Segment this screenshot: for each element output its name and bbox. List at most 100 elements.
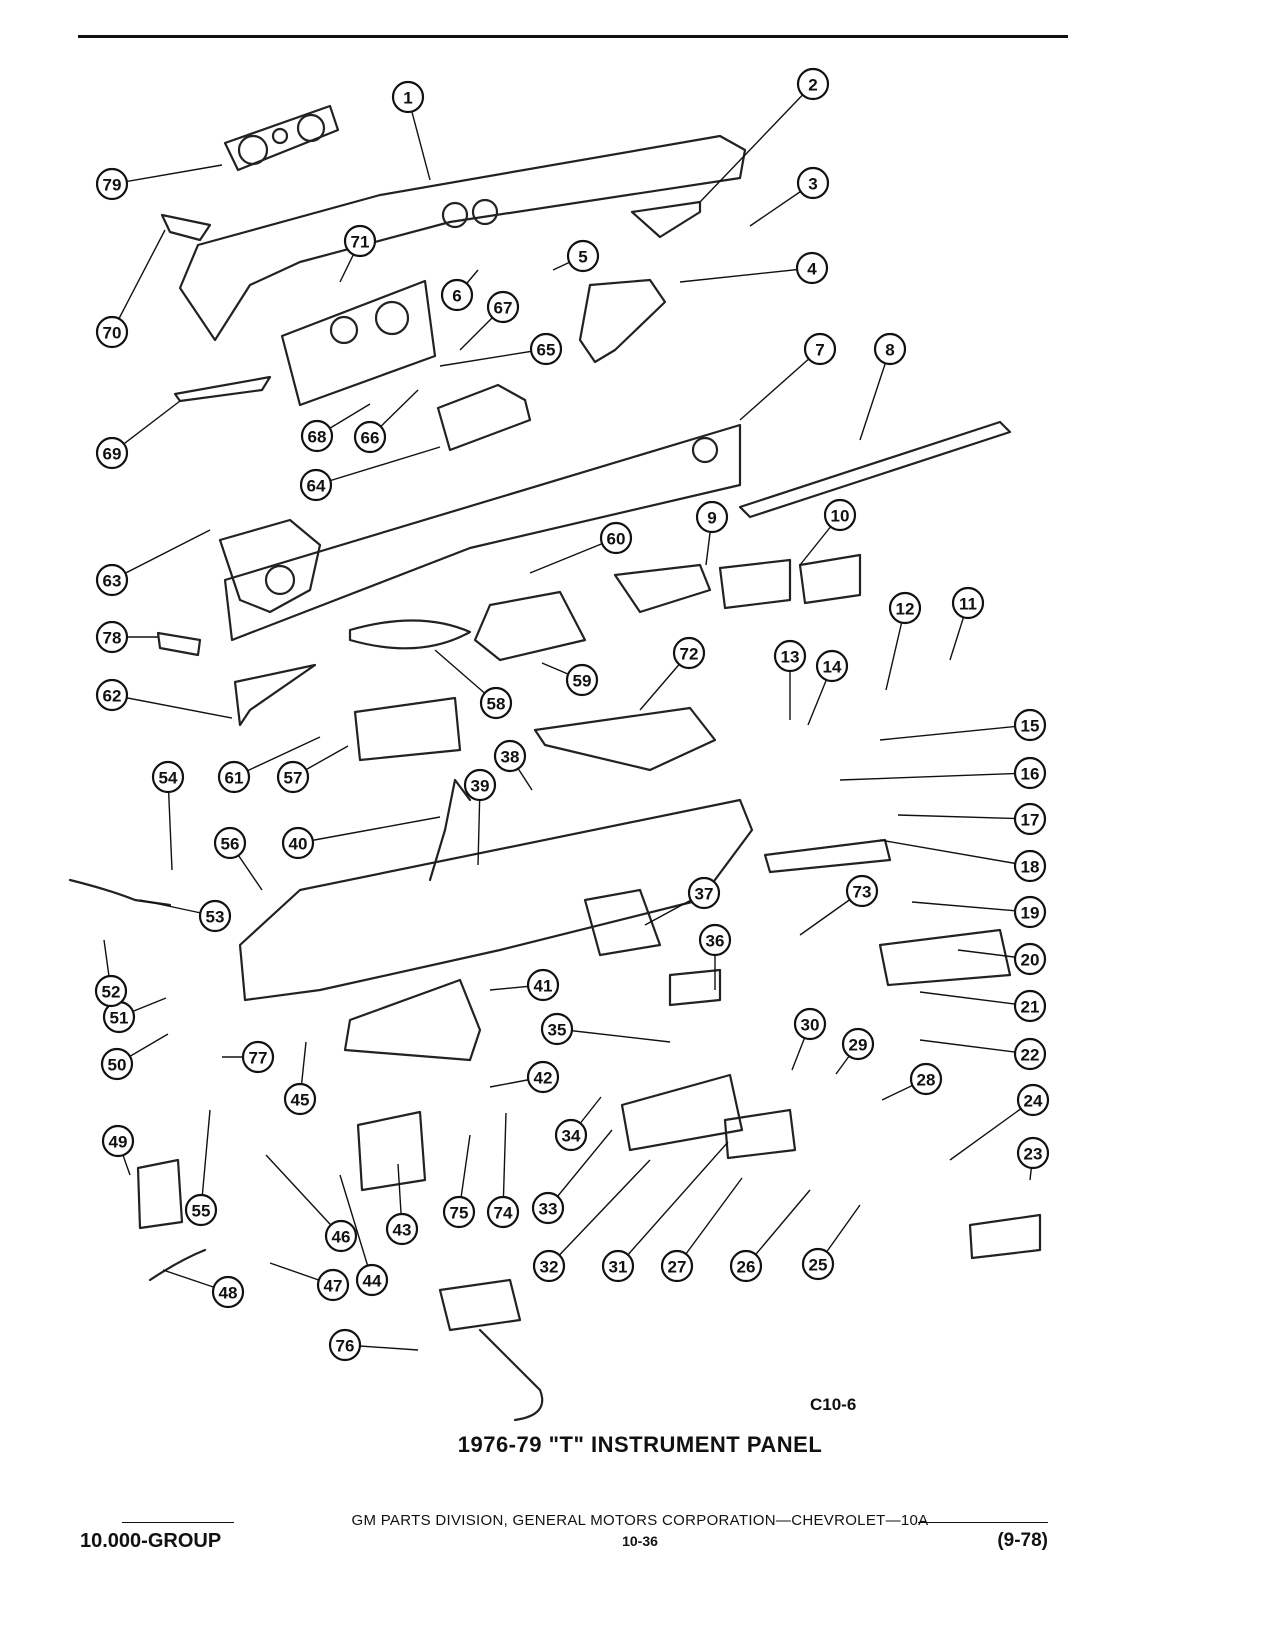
shield-72-outline bbox=[533, 706, 717, 772]
callout-label-43: 43 bbox=[393, 1221, 412, 1240]
leader-74 bbox=[502, 1112, 507, 1213]
callout-57: 57 bbox=[276, 760, 310, 794]
callout-label-63: 63 bbox=[103, 572, 122, 591]
speaker-58-outline bbox=[348, 619, 472, 650]
callout-65: 65 bbox=[529, 332, 563, 366]
callout-label-60: 60 bbox=[607, 530, 626, 549]
callout-47: 47 bbox=[316, 1268, 350, 1302]
callout-label-32: 32 bbox=[540, 1258, 559, 1277]
callout-label-41: 41 bbox=[534, 977, 553, 996]
callout-label-78: 78 bbox=[103, 629, 122, 648]
callout-74: 74 bbox=[486, 1195, 520, 1229]
leader-4 bbox=[679, 267, 813, 283]
callout-17: 17 bbox=[1013, 802, 1047, 836]
callout-label-33: 33 bbox=[539, 1200, 558, 1219]
duct-4-outline bbox=[578, 278, 667, 364]
callout-label-11: 11 bbox=[959, 595, 977, 614]
callout-25: 25 bbox=[801, 1247, 835, 1281]
callout-61: 61 bbox=[217, 760, 251, 794]
callout-label-57: 57 bbox=[284, 769, 303, 788]
callout-78: 78 bbox=[95, 620, 129, 654]
callout-label-38: 38 bbox=[501, 748, 520, 767]
callout-label-14: 14 bbox=[823, 658, 842, 677]
callout-20: 20 bbox=[1013, 942, 1047, 976]
callout-45: 45 bbox=[283, 1082, 317, 1116]
callout-18: 18 bbox=[1013, 849, 1047, 883]
callout-label-45: 45 bbox=[291, 1091, 310, 1110]
leader-26 bbox=[745, 1189, 811, 1267]
leader-24 bbox=[949, 1099, 1034, 1161]
panel-carrier-outline bbox=[223, 423, 742, 642]
duct-69-outline bbox=[173, 375, 272, 403]
top-rule bbox=[78, 35, 1068, 38]
leader-40 bbox=[297, 816, 441, 844]
callout-label-26: 26 bbox=[737, 1258, 756, 1277]
leader-31 bbox=[617, 1141, 729, 1267]
callout-label-66: 66 bbox=[361, 429, 380, 448]
leader-62 bbox=[111, 694, 233, 719]
callout-14: 14 bbox=[815, 649, 849, 683]
leader-7 bbox=[739, 348, 821, 421]
footer-rule-left bbox=[122, 1522, 234, 1523]
callout-79: 79 bbox=[95, 167, 129, 201]
vent-9-outline bbox=[613, 563, 712, 614]
callout-2: 2 bbox=[796, 67, 830, 101]
callout-50: 50 bbox=[100, 1047, 134, 1081]
callout-label-18: 18 bbox=[1021, 858, 1040, 877]
callout-38: 38 bbox=[493, 739, 527, 773]
callout-43: 43 bbox=[385, 1212, 419, 1246]
callout-label-58: 58 bbox=[487, 695, 506, 714]
callout-label-37: 37 bbox=[695, 885, 714, 904]
callout-66: 66 bbox=[353, 420, 387, 454]
cluster-gauge-a bbox=[329, 315, 359, 345]
trim-strip-8-outline bbox=[738, 420, 1012, 519]
callout-label-52: 52 bbox=[102, 983, 121, 1002]
callout-26: 26 bbox=[729, 1249, 763, 1283]
carrier-opening bbox=[264, 564, 296, 596]
pad-opening-a bbox=[441, 201, 469, 229]
diagram-caption: 1976-79 "T" INSTRUMENT PANEL bbox=[457, 1432, 823, 1457]
callout-3: 3 bbox=[796, 166, 830, 200]
callout-42: 42 bbox=[526, 1060, 560, 1094]
callout-55: 55 bbox=[184, 1193, 218, 1227]
callout-label-6: 6 bbox=[452, 287, 461, 306]
callout-label-59: 59 bbox=[573, 672, 592, 691]
leader-32 bbox=[548, 1159, 651, 1267]
callout-label-62: 62 bbox=[103, 687, 122, 706]
wire-53-outline bbox=[68, 878, 172, 907]
switch-49-outline bbox=[136, 1158, 184, 1230]
callout-37: 37 bbox=[687, 876, 721, 910]
callout-label-5: 5 bbox=[578, 248, 587, 267]
callout-label-3: 3 bbox=[808, 175, 817, 194]
callout-label-77: 77 bbox=[249, 1049, 268, 1068]
leader-65 bbox=[439, 348, 547, 367]
callout-41: 41 bbox=[526, 968, 560, 1002]
bezel-79-outline bbox=[223, 104, 340, 172]
callout-label-44: 44 bbox=[363, 1272, 382, 1291]
vent-59-outline bbox=[473, 590, 587, 662]
callout-label-21: 21 bbox=[1021, 998, 1040, 1017]
bezel-43-outline bbox=[356, 1110, 427, 1192]
leader-19 bbox=[911, 901, 1031, 913]
callout-label-15: 15 bbox=[1021, 717, 1040, 736]
footer-group: 10.000-GROUP bbox=[80, 1530, 222, 1552]
callout-23: 23 bbox=[1016, 1136, 1050, 1170]
callout-label-46: 46 bbox=[332, 1228, 351, 1247]
callout-36: 36 bbox=[698, 923, 732, 957]
callout-label-47: 47 bbox=[324, 1277, 343, 1296]
callout-label-2: 2 bbox=[808, 76, 817, 95]
leader-27 bbox=[676, 1177, 743, 1267]
part-drawings bbox=[68, 104, 1042, 1422]
callout-label-9: 9 bbox=[707, 509, 716, 528]
callout-label-23: 23 bbox=[1024, 1145, 1043, 1164]
callout-label-65: 65 bbox=[537, 341, 556, 360]
callout-label-48: 48 bbox=[219, 1284, 238, 1303]
callout-label-36: 36 bbox=[706, 932, 725, 951]
callout-label-70: 70 bbox=[103, 324, 122, 343]
bracket-70-outline bbox=[160, 213, 212, 242]
callout-label-7: 7 bbox=[815, 341, 824, 360]
diagram-code: C10-6 bbox=[810, 1395, 857, 1414]
callout-label-64: 64 bbox=[307, 477, 326, 496]
leader-35 bbox=[556, 1028, 671, 1043]
callout-label-28: 28 bbox=[917, 1071, 936, 1090]
